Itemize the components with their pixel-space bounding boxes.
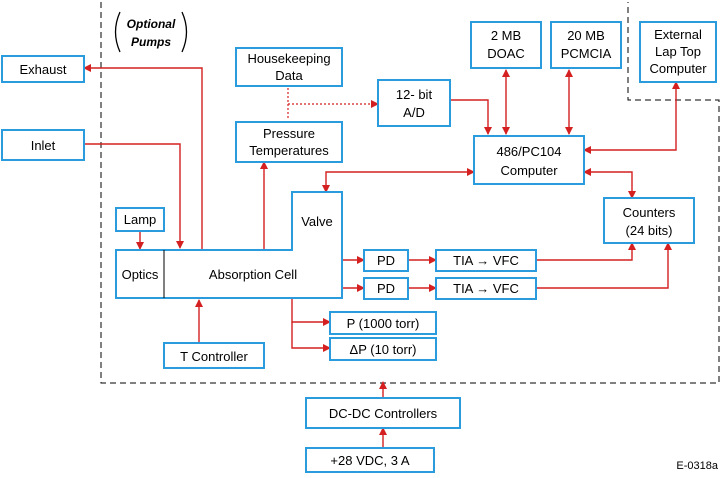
optional-pumps-label: Optional Pumps: [114, 11, 188, 53]
pd1-box: PD: [363, 249, 409, 272]
tia2-label: TIA → VFC: [453, 281, 519, 296]
pumps-label: Pumps: [131, 35, 171, 49]
computer-box: 486/PC104 Computer: [473, 135, 585, 185]
pressure-temperature-box: Pressure Temperatures: [235, 121, 343, 163]
laptop-box: External Lap Top Computer: [639, 21, 717, 83]
absorption-cell-assembly: Valve Optics Absorption Cell: [115, 191, 343, 299]
computer-laptop-line: [583, 81, 680, 154]
computer-model-label: 486/PC104: [496, 144, 561, 159]
dp10-label: ΔP (10 torr): [350, 342, 417, 357]
lamp-label: Lamp: [124, 212, 157, 227]
adc-label: A/D: [403, 105, 425, 120]
inlet-box: Inlet: [1, 129, 85, 161]
optics-label: Optics: [122, 267, 159, 282]
cell-to-dp-line: [291, 322, 331, 352]
dcdc-box: DC-DC Controllers: [305, 397, 461, 429]
instrument-enclosure: [100, 2, 720, 384]
tia2-box: TIA → VFC: [435, 277, 537, 300]
laptop-computer-label: Computer: [649, 61, 707, 76]
tcontroller-label: T Controller: [180, 349, 248, 364]
doac-size-label: 2 MB: [491, 28, 521, 43]
computer-label: Computer: [500, 163, 558, 178]
optional-label: Optional: [127, 17, 176, 31]
computer-counters-line: [583, 168, 636, 199]
tia2-to-counters-line: [536, 242, 672, 289]
doac-label: DOAC: [487, 46, 525, 61]
pd2-label: PD: [377, 281, 395, 296]
dcdc-label: DC-DC Controllers: [329, 406, 438, 421]
pd1-label: PD: [377, 253, 395, 268]
counters-bits-label: (24 bits): [626, 223, 673, 238]
doac-box: 2 MB DOAC: [470, 21, 542, 69]
adc-to-computer-line: [450, 99, 492, 135]
exhaust-label: Exhaust: [20, 62, 67, 77]
inlet-label: Inlet: [31, 138, 56, 153]
counters-box: Counters (24 bits): [603, 197, 695, 244]
adc-box: 12- bit A/D: [377, 79, 451, 127]
pcmcia-box: 20 MB PCMCIA: [550, 21, 622, 69]
valve-label: Valve: [301, 214, 333, 229]
figure-id: E-0318a: [676, 460, 718, 472]
housekeeping-label: Housekeeping: [247, 51, 330, 66]
pcmcia-size-label: 20 MB: [567, 28, 605, 43]
p1000-box: P (1000 torr): [329, 311, 437, 335]
counters-label: Counters: [623, 205, 676, 220]
temperatures-label: Temperatures: [249, 143, 329, 158]
adc-bits-label: 12- bit: [396, 87, 433, 102]
laptop-laptop-label: Lap Top: [655, 44, 701, 59]
tcontroller-box: T Controller: [163, 342, 265, 369]
power-box: +28 VDC, 3 A: [305, 447, 435, 473]
computer-valve-line: [322, 168, 475, 193]
inlet-line: [84, 143, 184, 249]
housekeeping-box: Housekeeping Data: [235, 47, 343, 87]
absorption-cell-label: Absorption Cell: [209, 267, 297, 282]
housekeeping-data-label: Data: [275, 68, 303, 83]
pd2-box: PD: [363, 277, 409, 300]
power-label: +28 VDC, 3 A: [330, 453, 409, 468]
lamp-box: Lamp: [115, 207, 165, 232]
exhaust-line: [83, 64, 203, 250]
tia1-label: TIA → VFC: [453, 253, 519, 268]
pcmcia-label: PCMCIA: [561, 46, 612, 61]
exhaust-box: Exhaust: [1, 55, 85, 83]
dp10-box: ΔP (10 torr): [329, 337, 437, 361]
p1000-label: P (1000 torr): [347, 316, 420, 331]
pressure-label: Pressure: [263, 126, 315, 141]
tia1-box: TIA → VFC: [435, 249, 537, 272]
cell-to-p1000-line: [291, 298, 331, 326]
laptop-external-label: External: [654, 27, 702, 42]
tia1-to-counters-line: [536, 242, 636, 261]
